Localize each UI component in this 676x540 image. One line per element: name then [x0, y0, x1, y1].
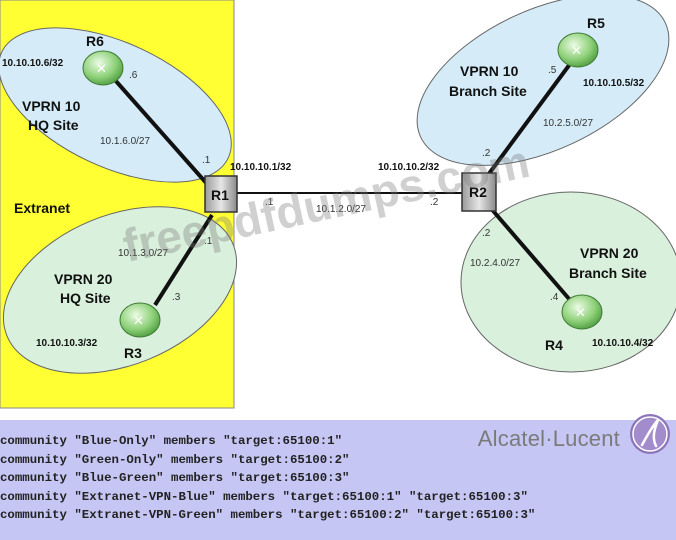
- community-line: community "Blue-Only" members "target:65…: [0, 434, 343, 448]
- router-r5: ✕: [557, 32, 599, 68]
- router-r1-name: R1: [211, 187, 229, 203]
- host-r5: .5: [548, 65, 557, 76]
- router-r6: ✕: [82, 50, 124, 86]
- host-r3: .3: [172, 292, 181, 303]
- router-r2: R2: [461, 172, 497, 212]
- community-line: community "Green-Only" members "target:6…: [0, 452, 350, 467]
- vprn20-hq-site-area: [2, 206, 238, 374]
- subnet-vprn20-branch: 10.2.4.0/27: [470, 258, 520, 269]
- link-r2-r4: [486, 203, 572, 302]
- host-r1-core: .1: [265, 197, 274, 208]
- loopback-r3: 10.10.10.3/32: [36, 338, 98, 349]
- vprn10-branch-label-line1: VPRN 10: [460, 63, 519, 79]
- brand-name: Alcatel·Lucent: [477, 426, 620, 451]
- router-r4-name: R4: [545, 337, 563, 353]
- alcatel-lucent-logo-icon: [630, 414, 670, 454]
- host-r2-to-r4: .2: [482, 228, 491, 239]
- host-r6: .6: [129, 70, 138, 81]
- community-line: community "Extranet-VPN-Blue" members "t…: [0, 489, 528, 504]
- vprn20-branch-label-line1: VPRN 20: [580, 245, 639, 261]
- router-icon-r5: ✕: [571, 44, 582, 59]
- host-r2-to-r5: .2: [482, 148, 491, 159]
- subnet-vprn10-branch: 10.2.5.0/27: [543, 118, 593, 129]
- host-r2-core: .2: [430, 197, 439, 208]
- host-r1-to-r3: .1: [204, 236, 213, 247]
- vprn10-branch-site-area: [416, 0, 670, 166]
- vprn20-hq-label-line2: HQ Site: [60, 290, 111, 306]
- router-icon-r6: ✕: [96, 62, 107, 77]
- router-r4: ✕: [561, 294, 603, 330]
- link-r1-r3: [153, 213, 214, 307]
- vprn20-branch-label-line2: Branch Site: [569, 265, 647, 281]
- router-r2-name: R2: [469, 184, 487, 200]
- loopback-r1: 10.10.10.1/32: [230, 162, 292, 173]
- loopback-r5: 10.10.10.5/32: [583, 78, 645, 89]
- vprn10-hq-label-line2: HQ Site: [28, 117, 79, 133]
- link-r2-r5: [486, 62, 572, 177]
- host-r4: .4: [550, 292, 559, 303]
- link-r1-r6: [113, 78, 210, 187]
- extranet-label: Extranet: [14, 200, 70, 216]
- loopback-r6: 10.10.10.6/32: [2, 58, 64, 69]
- router-r1: R1: [204, 175, 238, 213]
- subnet-core-link: 10.1.2.0/27: [316, 204, 366, 215]
- router-icon-r4: ✕: [575, 306, 586, 321]
- vprn20-hq-label-line1: VPRN 20: [54, 271, 113, 287]
- subnet-vprn20-hq: 10.1.3.0/27: [118, 248, 168, 259]
- community-config-panel: community "Blue-Only" members "target:65…: [0, 414, 676, 540]
- vprn10-branch-label-line2: Branch Site: [449, 83, 527, 99]
- loopback-r4: 10.10.10.4/32: [592, 338, 654, 349]
- community-line: community "Blue-Green" members "target:6…: [0, 471, 350, 486]
- community-line: community "Extranet-VPN-Green" members "…: [0, 508, 536, 523]
- router-icon-r3: ✕: [133, 314, 144, 329]
- subnet-vprn10-hq: 10.1.6.0/27: [100, 136, 150, 147]
- router-r5-name: R5: [587, 15, 605, 31]
- host-r1-to-r6: .1: [202, 155, 211, 166]
- loopback-r2: 10.10.10.2/32: [378, 162, 440, 173]
- vprn10-hq-label-line1: VPRN 10: [22, 98, 81, 114]
- router-r3: ✕: [119, 302, 161, 338]
- router-r3-name: R3: [124, 345, 142, 361]
- community-list: community "Blue-Only" members "target:65…: [0, 432, 535, 525]
- router-r6-name: R6: [86, 33, 104, 49]
